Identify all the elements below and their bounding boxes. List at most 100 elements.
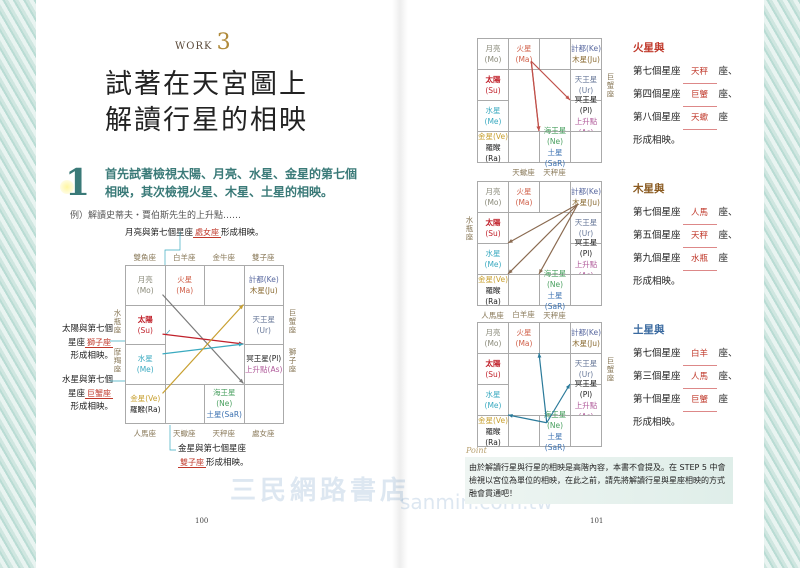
callout-venus: 金星與第七個星座雙子座形成相映。 — [178, 444, 249, 468]
aspect-arrow-ke-ne — [538, 203, 579, 275]
chart-cell: 火星(Ma) — [508, 322, 540, 354]
sign-label: 巨蟹座 — [606, 357, 615, 383]
aspect-arrow-ne-ve — [507, 414, 547, 424]
aspect-arrow-ke-ve — [507, 203, 579, 275]
planet-me: 水星 — [137, 354, 153, 364]
arrowhead — [565, 384, 570, 389]
arrowhead — [565, 95, 570, 100]
aspect-line: 第七個星座白羊座、 — [633, 343, 738, 366]
planet-abbr: (Ur) — [578, 86, 594, 95]
planet-mo: 月亮 — [485, 187, 501, 196]
work-label: WORK 3 — [175, 30, 232, 55]
chart-cell: 火星(Ma) — [164, 265, 205, 306]
arrowhead — [536, 126, 541, 131]
planet-me: 水星 — [485, 106, 501, 115]
callout-sun: 太陽與第七個星座獅子座形成相映。 — [61, 324, 113, 361]
sign-label: 天秤座 — [543, 311, 566, 320]
aspect-line: 第五個星座天秤座、 — [633, 225, 738, 248]
aspect-arrows — [507, 203, 579, 275]
planet-mo: 月亮 — [485, 328, 501, 337]
arrowhead — [238, 342, 244, 347]
sign-answer: 天秤 — [682, 226, 717, 248]
chart-cell: 冥王星(Pl)上升點(As) — [570, 238, 602, 280]
sign-label: 巨蟹座 — [288, 308, 297, 335]
sign-answer: 水瓶 — [682, 249, 717, 271]
sign-label: 水瓶座 — [113, 308, 122, 335]
planet-mo: 月亮 — [485, 44, 501, 53]
chart-cell: 太陽 (Su) — [477, 212, 509, 244]
sign-answer: 人馬 — [682, 203, 717, 225]
chart-cell — [204, 265, 245, 306]
chart-cell: 月亮(Mo) — [125, 265, 166, 306]
planet-abbr: (Su) — [137, 325, 153, 335]
aspect-line: 第九個星座水瓶座 — [633, 248, 738, 271]
chart-cell: 計都(Ke)木星(Ju) — [243, 265, 284, 306]
planet-mo: 月亮 — [137, 275, 153, 285]
sign-label: 天蠍座 — [173, 429, 196, 438]
aspect-heading: 土星與 — [633, 324, 665, 336]
aspect-end: 形成相映。 — [633, 135, 681, 146]
chart-cell — [539, 181, 571, 213]
planet-ra: 羅睺(Ra) — [485, 285, 501, 306]
planet-abbr: (Me) — [484, 401, 502, 410]
chart-cell: 海王星(Ne)土星(SaR) — [204, 383, 245, 424]
aspect-arrow-ne-ma — [538, 352, 548, 423]
planet-me: 水星 — [485, 390, 501, 399]
planet-ke: 計都(Ke) — [571, 187, 602, 196]
planet-abbr: (Ma) — [176, 286, 194, 296]
chart-cell: 天王星(Ur) — [570, 353, 602, 385]
saturn-aspects: 土星與第七個星座白羊座、第三個星座人馬座、第十個星座巨蟹座形成相映。 — [633, 322, 738, 433]
planet-abbr: (Ma) — [515, 198, 533, 207]
aspect-line: 第七個星座天秤座、 — [633, 61, 738, 84]
sign-label: 巨蟹座 — [606, 73, 615, 99]
chart-cell: 金星(Ve)羅睺(Ra) — [477, 131, 509, 163]
planet-ke: 計都(Ke) — [571, 44, 602, 53]
planet-abbr: (Mo) — [484, 55, 502, 64]
sign-label: 摩羯座 — [113, 348, 122, 374]
arrowhead — [508, 413, 513, 418]
planet-pl: 冥王星(Pl) — [574, 238, 598, 258]
planet-ma: 火星 — [516, 187, 532, 196]
callout-mercury: 水星與第七個星座巨蟹座形成相映。 — [61, 375, 113, 412]
sign-answer: 天蠍 — [682, 108, 717, 130]
planet-ra: 羅睺(Ra) — [130, 404, 161, 414]
chart-cell: 天王星(Ur) — [570, 212, 602, 244]
planet-ra: 羅睺(Ra) — [485, 426, 501, 447]
sign-label: 白羊座 — [173, 253, 196, 262]
sign-answer: 白羊 — [682, 344, 717, 366]
planet-pl: 冥王星(Pl) — [246, 354, 282, 364]
point-label: Point — [466, 446, 487, 455]
aspect-line: 第七個星座人馬座、 — [633, 202, 738, 225]
sign-answer: 巨蟹 — [682, 390, 717, 412]
chart-cell: 冥王星(Pl)上升點(As) — [243, 344, 284, 385]
sign-label: 白羊座 — [512, 310, 535, 319]
aspect-arrows — [162, 294, 244, 394]
aspect-arrows — [530, 60, 571, 132]
planet-abbr: (Su) — [485, 229, 501, 238]
sign-label: 人馬座 — [133, 429, 157, 438]
planet-ke: 計都(Ke) — [571, 328, 602, 337]
aspect-end: 形成相映。 — [633, 276, 681, 287]
sign-label: 天秤座 — [543, 168, 566, 177]
planet-abbr: (Me) — [484, 117, 502, 126]
planet-su: 太陽 — [485, 218, 501, 227]
planet-abbr: (Mo) — [136, 286, 154, 296]
planet-ur: 天王星 — [252, 314, 276, 324]
page-title-line-2: 解讀行星的相映 — [105, 105, 308, 136]
arrowhead — [537, 353, 542, 358]
aspect-heading: 火星與 — [633, 42, 665, 54]
planet-abbr: (Ma) — [515, 339, 533, 348]
sign-label: 水瓶座 — [465, 216, 474, 242]
aspect-end: 形成相映。 — [633, 417, 681, 428]
sign-label: 處女座 — [252, 429, 275, 438]
planet-ur: 天王星 — [574, 218, 598, 227]
chart-cell: 海王星(Ne)土星(SaR) — [539, 410, 571, 452]
watermark: 三民網路書店 — [230, 476, 411, 506]
chart-cell — [508, 131, 540, 163]
chart-cell — [539, 322, 571, 354]
aspect-arrow-ma-ur — [530, 60, 571, 101]
arrowhead — [508, 239, 513, 243]
highlight-dot — [60, 180, 74, 194]
planet-ne: 海王星(Ne) — [543, 269, 567, 289]
planet-ju: 木星(Ju) — [572, 339, 600, 348]
